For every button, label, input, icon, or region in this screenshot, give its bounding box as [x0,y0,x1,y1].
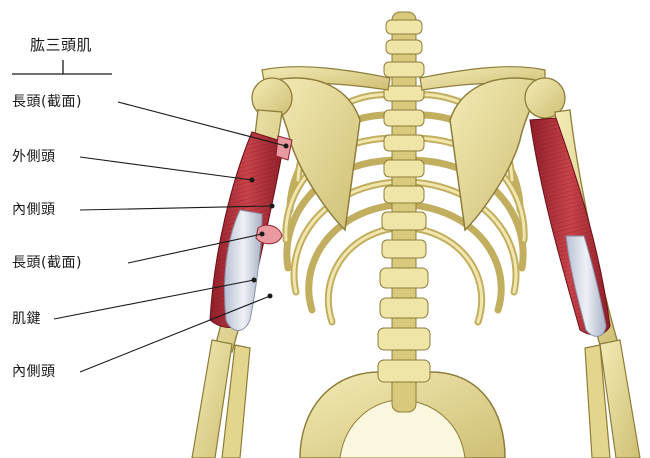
label-long-head-section-upper: 長頭(截面) [12,94,82,110]
label-long-head-section-lower: 長頭(截面) [12,255,82,271]
leader-line-5 [53,279,255,320]
leader-line-6 [79,295,271,373]
spine [377,11,431,413]
title-label: 肱三頭肌 [30,36,93,54]
leader-lines [53,101,289,373]
leader-line-1 [117,101,287,147]
right-arm [524,77,641,458]
label-lateral-head: 外側頭 [12,149,56,165]
clavicles [261,66,546,91]
leader-line-3 [79,205,273,211]
leader-line-2 [79,156,253,181]
label-medial-head-upper: 內側頭 [12,202,56,218]
label-medial-head-lower: 內側頭 [12,364,56,380]
pelvis [299,371,506,458]
leader-line-4 [127,233,263,264]
title-bracket [12,60,112,75]
scapulae [273,77,537,232]
label-tendon: 肌鍵 [12,311,41,327]
